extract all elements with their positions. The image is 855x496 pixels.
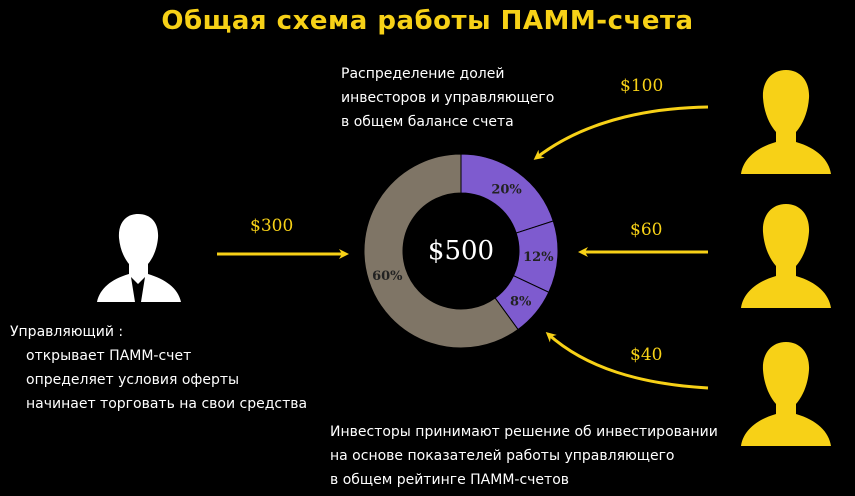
investor-person-icon — [741, 204, 831, 308]
donut-slice — [363, 153, 519, 349]
share-donut-chart: 20% 12% 8% 60% — [363, 153, 559, 349]
investor-person-icon — [741, 342, 831, 446]
manager-note-item: начинает торговать на свои средства — [26, 396, 308, 412]
donut-slice-label: 8% — [510, 294, 532, 309]
investor-amount: $60 — [630, 220, 663, 240]
donut-slice-label: 20% — [491, 182, 522, 197]
investor-arrow — [545, 332, 709, 390]
manager-note-heading: Управляющий : — [10, 324, 124, 340]
manager-note-item: определяет условия оферты — [26, 372, 240, 388]
investor-arrow — [533, 105, 709, 160]
donut-slice-label: 12% — [523, 250, 554, 265]
investor-person-icon — [741, 70, 831, 174]
diagram-title: Общая схема работы ПАММ-счета — [161, 6, 694, 36]
balance-total: $500 — [428, 236, 494, 266]
share-distribution-note: Распределение долей инвесторов и управля… — [341, 66, 555, 130]
manager-note-item: открывает ПАММ-счет — [26, 348, 192, 364]
donut-slice-label: 60% — [372, 269, 403, 284]
investor-amount: $100 — [620, 76, 664, 96]
investor-decision-note: Инвесторы принимают решение об инвестиро… — [330, 424, 718, 488]
manager-note: Управляющий : открывает ПАММ-счет опреде… — [10, 320, 307, 416]
investor-amount: $40 — [630, 345, 663, 365]
manager-amount: $300 — [250, 216, 294, 236]
manager-person-icon — [97, 214, 181, 302]
